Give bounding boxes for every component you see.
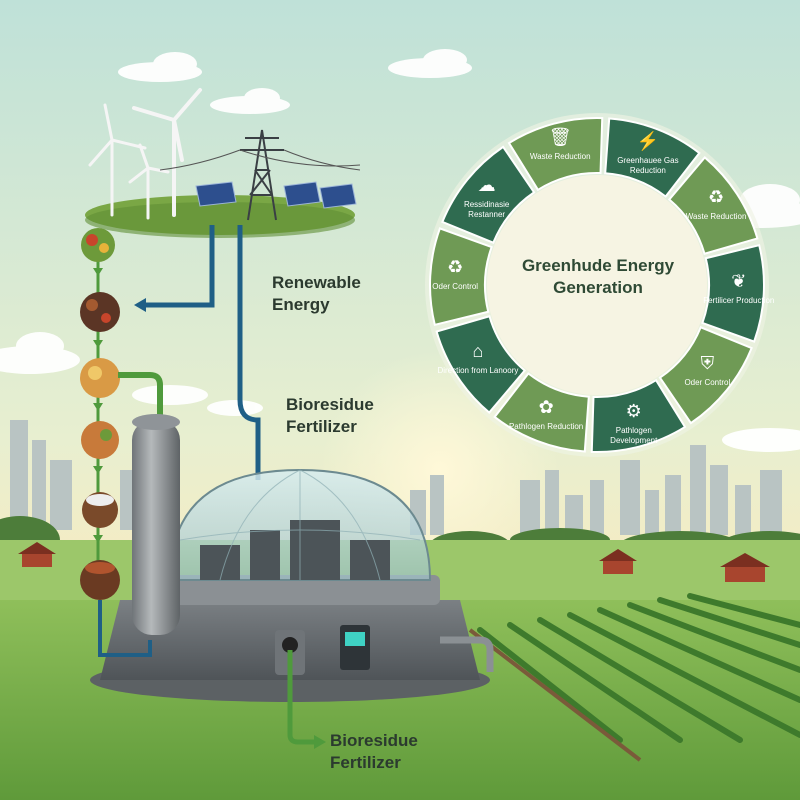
arrow-right-icon — [314, 735, 326, 749]
sprout-icon: ✿ — [538, 396, 554, 417]
recycle-icon: ♻ — [447, 256, 464, 277]
wheel-segment-label: Direction from Lanoory — [437, 366, 519, 376]
cloud-leaf-icon: ☁ — [477, 174, 496, 195]
wheel-segment — [507, 117, 604, 192]
wheel-segment — [429, 227, 493, 327]
wheel-segments — [429, 117, 765, 453]
gears-icon: ⚙ — [625, 401, 642, 422]
barn-mid — [599, 549, 637, 574]
digester-rim — [140, 575, 440, 605]
fertilizer-pipe-green — [287, 650, 320, 745]
wheel-segment — [590, 378, 687, 453]
leaf-icon: ❦ — [731, 271, 747, 292]
lightning-icon: ⚡ — [636, 131, 660, 152]
outlet-port — [282, 637, 298, 653]
control-display — [345, 632, 365, 646]
renewable-energy-label: Renewable Energy — [272, 273, 361, 314]
wheel-segment-label: Pathlogen Development — [610, 426, 658, 446]
wheel-segment — [604, 117, 701, 198]
tank-cap — [132, 414, 180, 430]
wheel-segment-label: Waste Reduction — [529, 151, 591, 161]
side-pipe — [440, 636, 494, 672]
dome-machinery — [200, 520, 390, 580]
city-skyline — [10, 420, 782, 535]
wheel-segment — [441, 145, 536, 244]
bioresidue-fertilizer-output-label: Bioresidue Fertilizer — [330, 731, 418, 772]
wheel-segment-label: Pathlogen Reduction — [508, 421, 584, 431]
food-waste-column — [80, 228, 120, 600]
wheel-center — [487, 175, 707, 395]
energy-pipe-blue-main — [237, 225, 261, 480]
dome-ribs — [179, 469, 421, 581]
soil-edge — [468, 628, 642, 762]
wheel-segment — [435, 315, 527, 414]
energy-island-rim — [85, 202, 355, 238]
clouds — [0, 49, 800, 452]
control-panel — [340, 625, 370, 670]
solar-panels — [195, 181, 357, 209]
feed-pipe-green — [118, 372, 163, 420]
wheel-title: Greenhude Energy Generation — [521, 256, 675, 297]
wheel-segment-label: Greenhauee Gas Reduction — [617, 156, 679, 176]
wheel-segment — [493, 372, 590, 453]
barn-right — [720, 553, 770, 582]
wheel-segment — [667, 156, 759, 255]
wheel-segment-label: Oder Control — [432, 281, 479, 291]
factory-icon: ⌂ — [472, 341, 484, 362]
wheel-segment-label: Oder Control — [684, 378, 731, 388]
wheel-segment-label: Ressidinasie Restanner — [463, 199, 510, 219]
wheel-segment-label: Waste Reduction — [685, 211, 747, 221]
wheel-segment — [658, 326, 753, 425]
trash-icon: 🗑 — [548, 126, 572, 147]
wheel-segment — [701, 243, 765, 343]
crop-rows — [477, 593, 800, 743]
shield-leaf-icon: ⛨ — [700, 353, 715, 374]
recycle-lightning-icon: ♻ — [708, 186, 725, 207]
barn-left — [18, 542, 56, 567]
bioresidue-fertilizer-label: Bioresidue Fertilizer — [286, 395, 374, 436]
power-pylon — [159, 129, 361, 221]
digester-tank — [132, 420, 180, 635]
tank-outlet-pipe — [98, 600, 152, 657]
wind-turbine-small — [88, 103, 170, 220]
wheel-segment-label: Fertilicer Production — [703, 296, 775, 306]
arrow-left-icon — [134, 298, 146, 312]
energy-pipe-blue — [140, 225, 215, 308]
